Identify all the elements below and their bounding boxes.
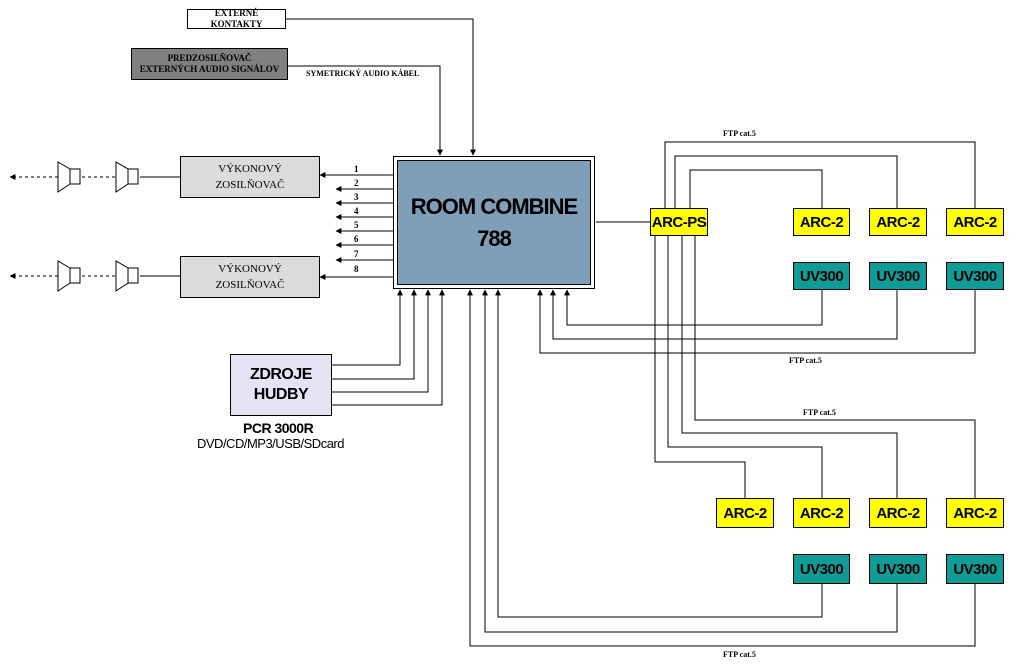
room-combine-box: ROOM COMBINE 788	[397, 160, 591, 285]
arc-2-box: ARC-2	[946, 498, 1004, 528]
ftp-label: FTP cat.5	[789, 356, 822, 365]
externe-kontakty-box: EXTERNÉ KONTAKTY	[187, 8, 286, 29]
arc-2-label: ARC-2	[876, 213, 920, 231]
zdroje-line-1: ZDROJE	[250, 366, 312, 383]
amp-line-1: VÝKONOVÝ	[218, 163, 282, 175]
room-model: 788	[477, 225, 512, 251]
room-title: ROOM COMBINE	[410, 193, 578, 219]
externe-label: EXTERNÉ KONTAKTY	[210, 8, 263, 29]
uv300-label: UV300	[799, 560, 844, 578]
arc-2-label: ARC-2	[953, 213, 997, 231]
zdroje-line-2: HUDBY	[253, 386, 309, 403]
predzosilnovac-line-1: PREDZOSILŇOVAČ	[167, 53, 252, 63]
ftp-label: FTP cat.5	[803, 408, 836, 417]
arc-ps-box: ARC-PS	[650, 208, 708, 236]
zdroje-hudby-box: ZDROJE HUDBY	[230, 354, 332, 416]
ftp-label: FTP cat.5	[723, 650, 756, 659]
output-number: 3	[354, 192, 359, 202]
amp-line-1: VÝKONOVÝ	[218, 263, 282, 275]
arc-2-box: ARC-2	[793, 208, 850, 236]
uv300-label: UV300	[876, 267, 920, 285]
speaker-icon	[57, 161, 71, 193]
speaker-icon	[115, 161, 129, 193]
amplifier-top: VÝKONOVÝ ZOSILŇOVAČ	[180, 156, 320, 198]
predzosilnovac-line-2: EXTERNÝCH AUDIO SIGNÁLOV	[139, 64, 280, 74]
arc-2-label: ARC-2	[799, 213, 844, 231]
uv300-label: UV300	[953, 267, 997, 285]
arc-2-box: ARC-2	[716, 498, 774, 528]
speaker-icon	[127, 267, 139, 284]
speaker-icon	[69, 168, 81, 185]
output-number: 6	[354, 234, 359, 244]
arc-2-label: ARC-2	[953, 504, 997, 522]
amplifier-bottom: VÝKONOVÝ ZOSILŇOVAČ	[180, 256, 320, 298]
amp-line-2: ZOSILŇOVAČ	[215, 279, 285, 291]
speaker-icon	[115, 260, 129, 292]
arc-2-box: ARC-2	[869, 498, 927, 528]
speaker-icon	[127, 168, 139, 185]
uv300-box: UV300	[946, 554, 1004, 584]
output-number: 2	[354, 178, 359, 188]
uv300-label: UV300	[876, 560, 920, 578]
output-number: 8	[354, 264, 359, 274]
speaker-icon	[57, 260, 71, 292]
amp-line-2: ZOSILŇOVAČ	[215, 179, 285, 191]
uv300-box: UV300	[869, 262, 927, 290]
pcr-label: PCR 3000R	[243, 420, 314, 436]
arc-2-label: ARC-2	[876, 504, 920, 522]
predzosilnovac-box: PREDZOSILŇOVAČ EXTERNÝCH AUDIO SIGNÁLOV	[131, 48, 288, 80]
uv300-box: UV300	[793, 262, 850, 290]
ftp-label: FTP cat.5	[723, 129, 756, 138]
uv300-label: UV300	[799, 267, 844, 285]
uv300-label: UV300	[953, 560, 997, 578]
output-number: 5	[354, 220, 359, 230]
uv300-box: UV300	[869, 554, 927, 584]
uv300-box: UV300	[793, 554, 850, 584]
arc-2-label: ARC-2	[799, 504, 844, 522]
arc-2-box: ARC-2	[946, 208, 1004, 236]
pcr-sub-label: DVD/CD/MP3/USB/SDcard	[197, 436, 344, 451]
output-number: 7	[354, 249, 359, 259]
output-number: 4	[354, 206, 359, 216]
room-combine-outer: ROOM COMBINE 788	[393, 156, 595, 289]
arc-2-box: ARC-2	[869, 208, 927, 236]
symetricky-label: SYMETRICKÝ AUDIO KÁBEL	[306, 69, 420, 78]
uv300-box: UV300	[946, 262, 1004, 290]
arc-ps-label: ARC-PS	[651, 213, 707, 231]
arc-2-label: ARC-2	[723, 504, 767, 522]
arc-2-box: ARC-2	[793, 498, 850, 528]
output-number: 1	[354, 164, 359, 174]
speaker-icon	[69, 267, 81, 284]
